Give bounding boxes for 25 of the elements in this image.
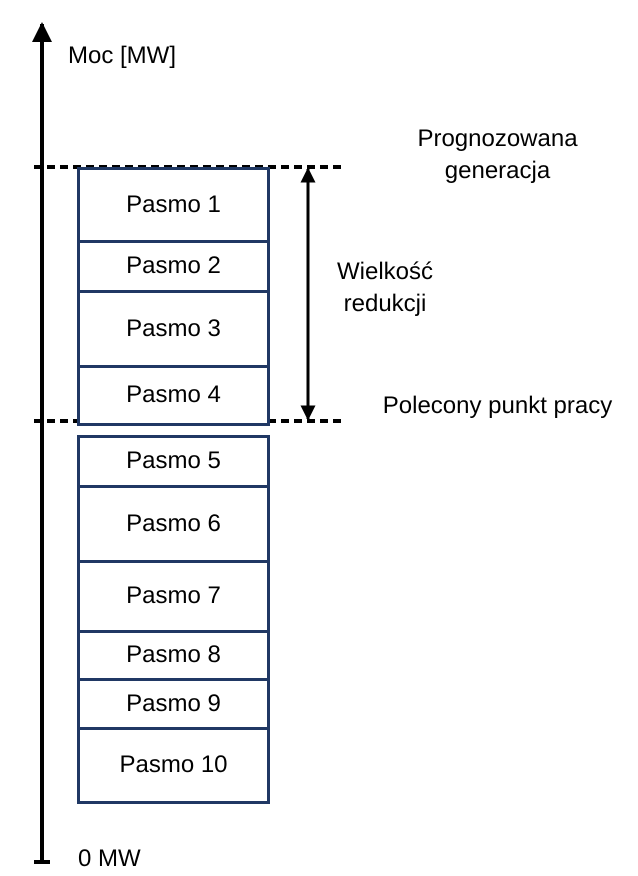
band-label: Pasmo 3	[126, 316, 221, 342]
band-label: Pasmo 4	[126, 382, 221, 409]
band-label: Pasmo 2	[126, 253, 221, 280]
band-label: Pasmo 1	[126, 192, 221, 218]
band-label: Pasmo 6	[126, 510, 221, 538]
axis-label: Polecony punkt pracy	[382, 391, 614, 421]
band-label: Pasmo 7	[126, 583, 221, 610]
band-box	[77, 727, 270, 804]
band-box	[77, 485, 270, 563]
band-label: Pasmo 10	[119, 752, 228, 779]
band-box	[77, 290, 270, 368]
axis-label: 0 MW	[78, 844, 142, 874]
axis-label: Prognozowana generacja	[416, 124, 579, 186]
band-box	[77, 560, 270, 633]
band-box	[77, 630, 270, 681]
axis-label: Wielkość redukcji	[336, 257, 434, 320]
axis-label: Moc [MW]	[68, 41, 177, 71]
band-box	[77, 240, 270, 293]
band-label: Pasmo 8	[126, 642, 221, 669]
band-box	[77, 365, 270, 426]
band-box	[77, 678, 270, 730]
band-box	[77, 167, 270, 243]
band-label: Pasmo 5	[126, 448, 221, 475]
band-label: Pasmo 9	[126, 690, 221, 718]
band-box	[77, 435, 270, 488]
